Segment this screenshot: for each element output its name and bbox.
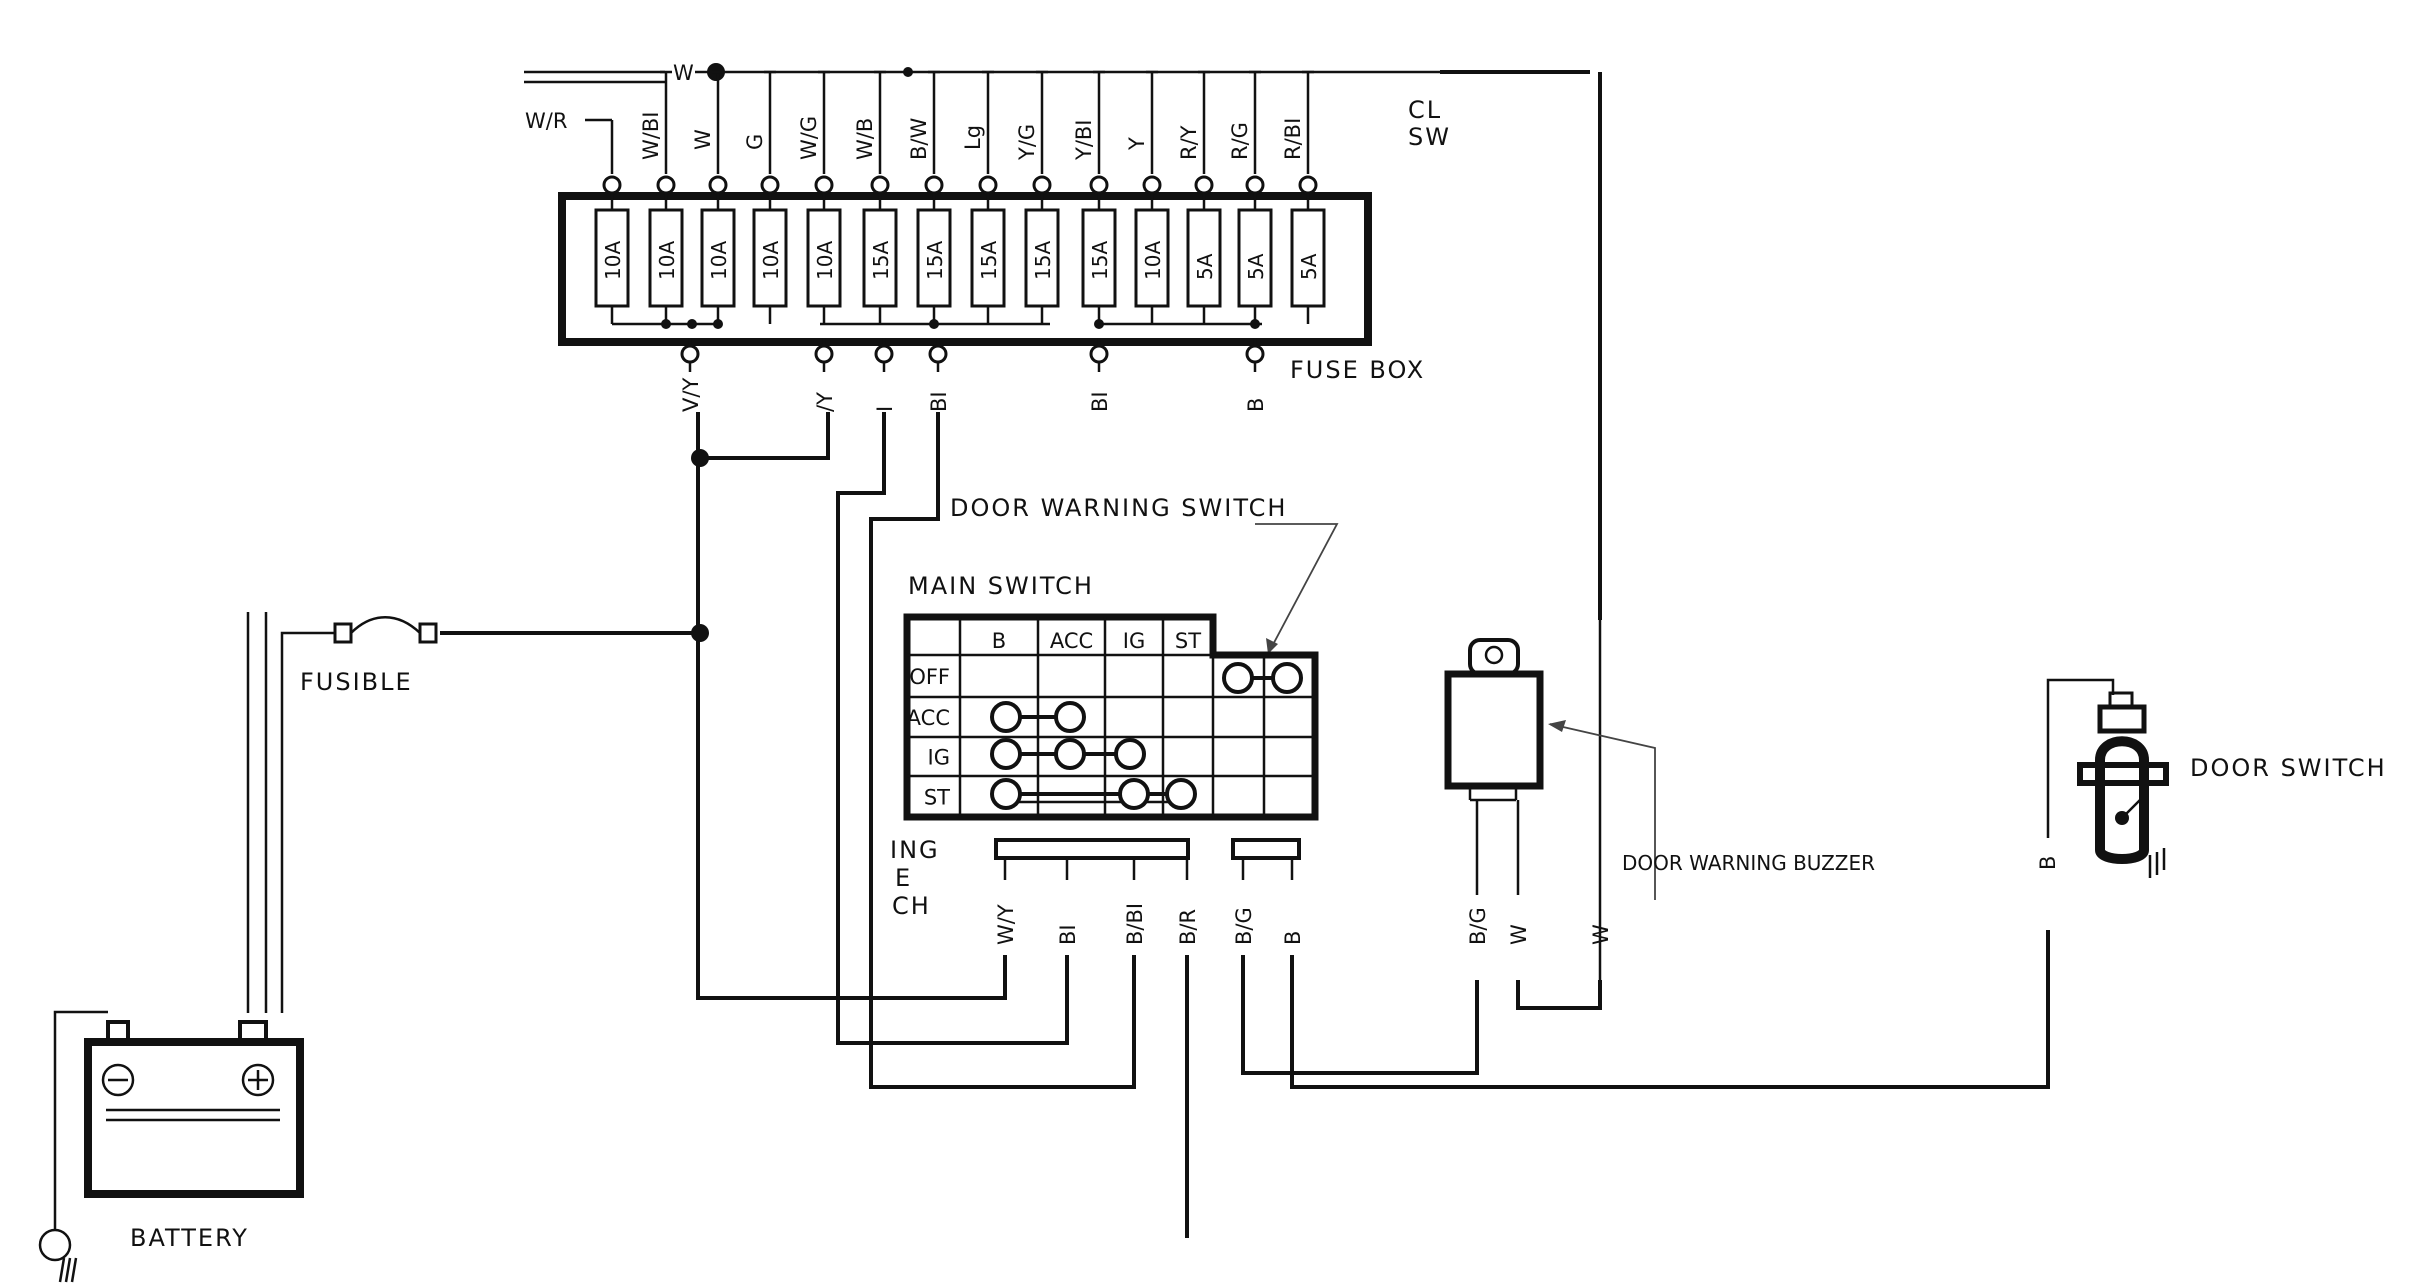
fuse-top-wire-label: G: [743, 134, 767, 150]
fuse: 15A: [916, 208, 952, 324]
switch-column-label: B: [992, 629, 1006, 653]
fuse-rating: 10A: [813, 241, 837, 280]
fuse-rating: 15A: [923, 241, 947, 280]
fuse-row: 10A 10A 10A 10A 10A 15A 15A 15A 15A 15A 10A 5A 5A 5A: [594, 208, 1326, 324]
switch-wire-label: B/R: [1176, 909, 1200, 945]
door-switch: DOOR SWITCH B: [2036, 678, 2387, 878]
buzzer-wire-labels: B/G W W: [1466, 907, 1613, 945]
switch-column-label: ACC: [1050, 629, 1093, 653]
switch-row-label: OFF: [909, 665, 950, 689]
fuse: 15A: [1024, 208, 1060, 324]
fuse-top-wire-label: W/B: [853, 118, 877, 160]
fuse: 15A: [970, 208, 1006, 324]
fuse-bottom-wires: V/Y/Y I BI BI B: [679, 338, 1268, 412]
fuse: 5A: [1237, 208, 1273, 324]
fuse-top-wire-label: Lg: [961, 125, 985, 150]
fusible-label: FUSIBLE: [300, 668, 413, 696]
fuse-rating: 5A: [1297, 253, 1321, 280]
fuse: 5A: [1186, 208, 1222, 324]
switch-wire-label: B/G: [1232, 907, 1256, 945]
main-switch: MAIN SWITCH DOOR WARNING SWITCH B ACC IG ST…: [890, 494, 1339, 945]
fuse: 10A: [806, 208, 842, 324]
door-warning-buzzer: DOOR WARNING BUZZER B/G W W: [1444, 638, 1875, 945]
cl-sw-label: SW: [1408, 123, 1451, 151]
fuse: 10A: [700, 208, 736, 324]
main-switch-label: MAIN SWITCH: [908, 572, 1094, 600]
fuse-top-wire-label: Y/BI: [1072, 119, 1096, 161]
switch-row-label: ST: [924, 786, 950, 810]
fuse-top-wire-label: B/W: [907, 118, 931, 160]
switch-wire-label: B: [1281, 931, 1305, 945]
fuse-rating: 10A: [707, 241, 731, 280]
fuse-top-wire-label: W/BI: [639, 112, 663, 160]
fuse: 5A: [1290, 208, 1326, 324]
switch-row-label: IG: [928, 746, 950, 770]
switch-column-label: IG: [1123, 629, 1145, 653]
switch-wire-label: W/Y: [994, 904, 1018, 945]
ignition-label: ING: [890, 836, 940, 864]
fuse-top-wire-label: R/BI: [1281, 118, 1305, 160]
door-warning-switch-label: DOOR WARNING SWITCH: [950, 494, 1287, 522]
fuse-top-wire-label: R/G: [1228, 122, 1252, 160]
switch-wire-label: BI: [1056, 924, 1080, 945]
main-bus: W CL SW: [524, 61, 1590, 151]
fuse-bottom-wire-label: V/Y: [679, 378, 703, 412]
buzzer-wire-label: B/G: [1466, 907, 1490, 945]
fuse-bottom-wire-label: B: [1244, 398, 1268, 412]
fuse-box-frame: [558, 192, 1372, 346]
battery: BATTERY: [38, 612, 304, 1283]
buzzer-wire-label: W: [1507, 924, 1531, 945]
switch-grid: B ACC IG ST OFF ACC IG ST: [907, 617, 1315, 817]
switch-wire-labels: W/Y BI B/BI B/R B/G B: [994, 872, 1305, 945]
fuse-top-wire-label: Y/G: [1015, 124, 1039, 161]
fuse: 10A: [752, 208, 788, 324]
fuse-bottom-wire-label: I: [873, 406, 897, 412]
fuse-rating: 15A: [869, 241, 893, 280]
fuse: 15A: [1081, 208, 1117, 324]
fuse-top-wire-label: Y: [1125, 137, 1149, 151]
fuse-bottom-wire-label: BI: [927, 391, 951, 412]
fuse-box-label: FUSE BOX: [1290, 356, 1425, 384]
buzzer-wire-label: W: [1589, 924, 1613, 945]
fuse-bottom-wire-label: /Y: [813, 392, 837, 412]
fuse-rating: 15A: [1088, 241, 1112, 280]
fuse-box: W/R W/BI W G W/G W/B B/W Lg Y/G Y/BI Y R/Y R/G R/BI 1…: [525, 70, 1425, 412]
ignition-label: E: [895, 864, 912, 892]
fuse-bottom-wire-label: BI: [1088, 391, 1112, 412]
bus-junction: [903, 67, 913, 77]
door-switch-label: DOOR SWITCH: [2190, 754, 2387, 782]
battery-label: BATTERY: [130, 1224, 249, 1252]
fuse-rating: 15A: [1031, 241, 1055, 280]
fuse: 15A: [862, 208, 898, 324]
fuse-rating: 5A: [1193, 253, 1217, 280]
fuse-rating: 15A: [977, 241, 1001, 280]
fuse: 10A: [1134, 208, 1170, 324]
door-warning-buzzer-label: DOOR WARNING BUZZER: [1622, 851, 1875, 875]
cl-sw-label: CL: [1408, 96, 1442, 124]
bus-wire-label: W: [673, 61, 694, 85]
ignition-label: CH: [892, 892, 931, 920]
fuse-top-wire-label: W/R: [525, 109, 567, 133]
fuse-top-wires: W/R W/BI W G W/G W/B B/W Lg Y/G Y/BI Y R/Y R/G R/BI: [525, 70, 1318, 210]
switch-column-label: ST: [1175, 629, 1201, 653]
fuse: 10A: [648, 208, 684, 324]
fuse-rating: 10A: [601, 241, 625, 280]
fusible-link: FUSIBLE: [280, 616, 700, 1013]
fuse: 10A: [594, 208, 630, 324]
switch-row-label: ACC: [907, 706, 950, 730]
fuse-rating: 5A: [1244, 253, 1268, 280]
door-switch-wire-label: B: [2036, 856, 2060, 870]
fuse-top-wire-label: W: [691, 129, 715, 150]
fuse-top-wire-label: W/G: [797, 116, 821, 160]
harness-wires: [691, 72, 2050, 1238]
fuse-top-wire-label: R/Y: [1177, 125, 1201, 160]
switch-wire-label: B/BI: [1123, 903, 1147, 945]
fuse-rating: 10A: [655, 241, 679, 280]
fuse-rating: 10A: [1141, 241, 1165, 280]
fuse-rating: 10A: [759, 241, 783, 280]
